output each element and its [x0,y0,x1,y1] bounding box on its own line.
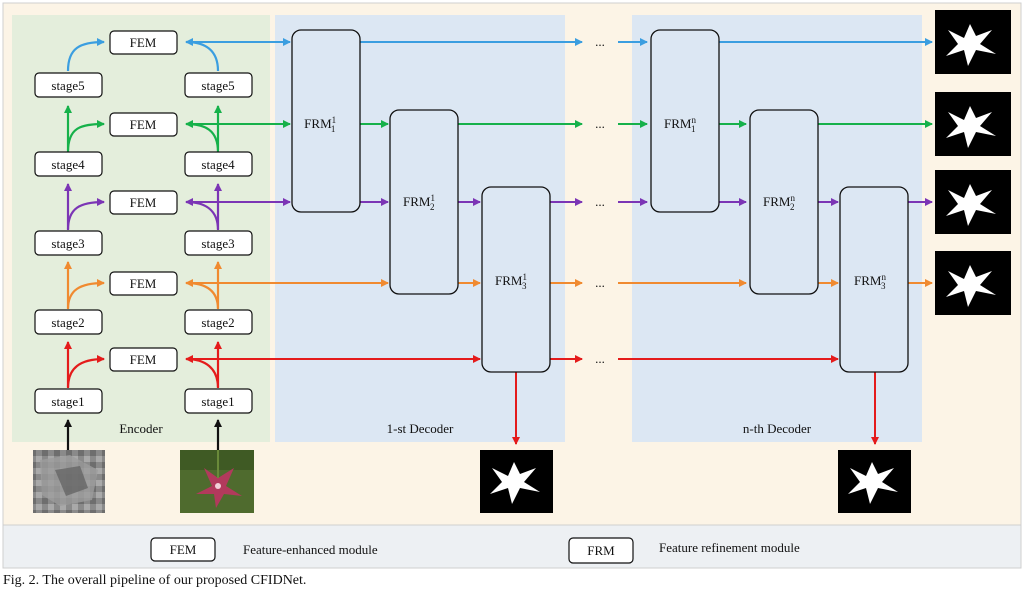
mask-row4 [935,92,1011,156]
fem-box-1 [109,347,178,372]
rgb-input-image [180,450,254,513]
output-masks [480,10,1011,513]
ellipsis-row3: ... [595,194,605,209]
figure-caption: Fig. 2. The overall pipeline of our prop… [3,573,307,588]
decoder1-label: 1-st Decoder [387,421,454,436]
left-stage4-box [34,151,103,177]
right-stage5-box [184,72,253,98]
right-stage2-label: stage2 [201,315,234,330]
left-stage3-box [34,230,103,256]
right-stage3-box [184,230,253,256]
encoder-label: Encoder [119,421,163,436]
right-stage4-label: stage4 [201,157,235,172]
dn-frm2-box [749,109,819,295]
fem-label-3: FEM [130,195,157,210]
d1-frm1-box [291,29,361,213]
left-stage1-box [34,388,103,414]
right-stage2-box [184,309,253,335]
ellipsis-row1: ... [595,351,605,366]
fem-box-3 [109,190,178,215]
right-stage1-box [184,388,253,414]
dn-frm1-box [650,29,720,213]
fem-label-2: FEM [130,276,157,291]
fem-box-4 [109,112,178,137]
mask-row2 [935,251,1011,315]
mask-decoder1-output [480,450,553,513]
mask-row5 [935,10,1011,74]
fem-label-5: FEM [130,35,157,50]
fem-label-1: FEM [130,352,157,367]
right-stage1-label: stage1 [201,394,234,409]
d1-frm2-box [389,109,459,295]
ellipsis-row4: ... [595,116,605,131]
fem-label-4: FEM [130,117,157,132]
decoderN-label: n-th Decoder [743,421,812,436]
d1-frm3-box [481,186,551,373]
ellipsis-row5: ... [595,34,605,49]
encoder-boxes: FEM FEM FEM FEM FEM stage5 stage4 stage3… [34,30,253,414]
left-stage3-label: stage3 [51,236,84,251]
legend-frm-box [568,537,634,564]
left-stage5-box [34,72,103,98]
legend-frm-desc: Feature refinement module [659,540,800,555]
dn-frm3-box [839,186,909,373]
right-stage4-box [184,151,253,177]
right-stage3-label: stage3 [201,236,234,251]
mask-decoderN-output [838,450,911,513]
left-stage4-label: stage4 [51,157,85,172]
legend-fem-box-label: FEM [170,542,197,557]
ellipsis-row2: ... [595,275,605,290]
depth-input-image [33,450,105,513]
fem-box-2 [109,271,178,296]
fem-box-5 [109,30,178,55]
legend-fem-box [150,537,216,562]
left-stage1-label: stage1 [51,394,84,409]
left-stage2-box [34,309,103,335]
left-stage5-label: stage5 [51,78,84,93]
legend-frm-box-label: FRM [587,543,615,558]
left-stage2-label: stage2 [51,315,84,330]
mask-row3 [935,170,1011,234]
right-stage5-label: stage5 [201,78,234,93]
legend-fem-desc: Feature-enhanced module [243,542,378,557]
